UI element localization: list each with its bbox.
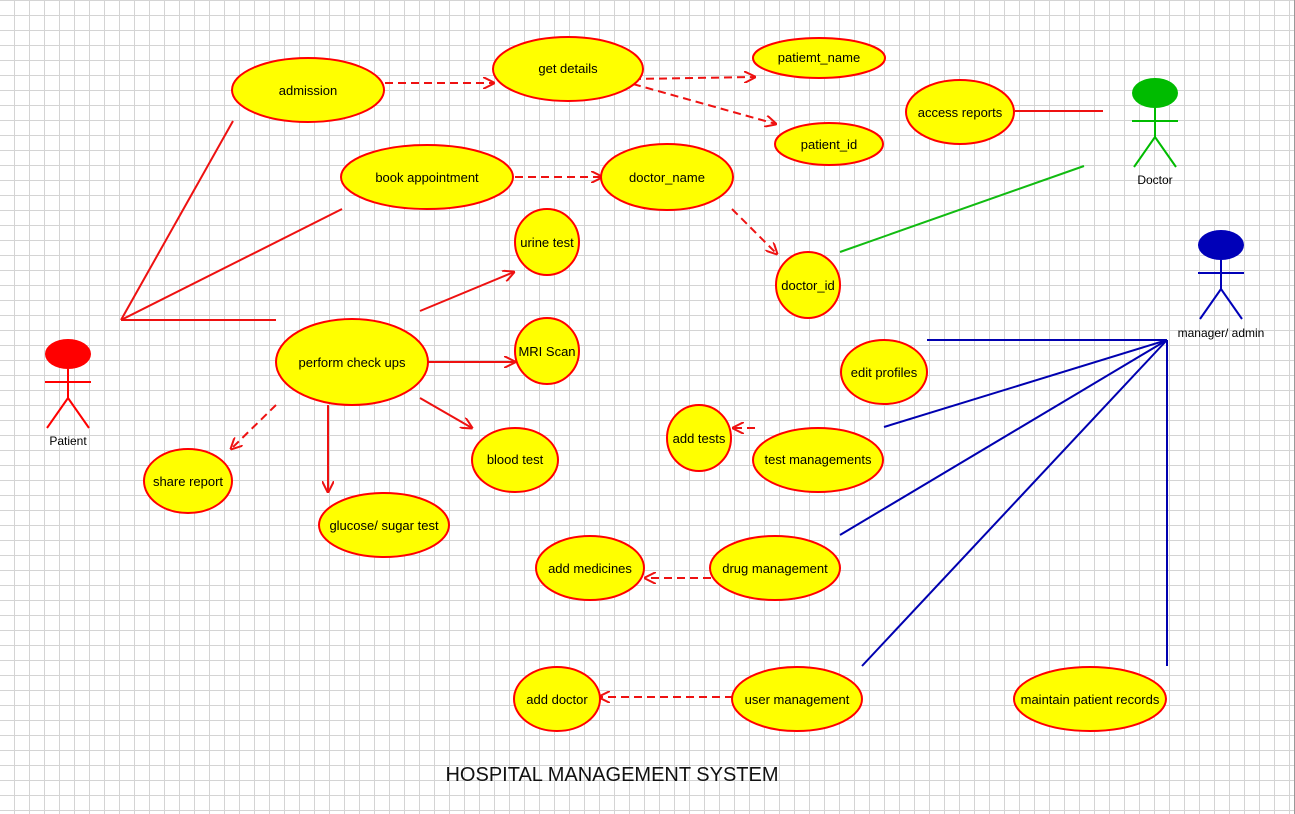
use-case-label: add tests	[673, 431, 726, 446]
use-case-label: patient_id	[801, 137, 857, 152]
actor-patient[interactable]: Patient	[45, 339, 91, 448]
use-case-patient-name[interactable]: patiemt_name	[752, 37, 886, 79]
use-case-perform-check-ups[interactable]: perform check ups	[275, 318, 429, 406]
actor-doctor-head	[1132, 78, 1178, 108]
use-case-get-details[interactable]: get details	[492, 36, 644, 102]
actor-patient-head	[45, 339, 91, 369]
use-case-test-managements[interactable]: test managements	[752, 427, 884, 493]
use-case-label: blood test	[487, 452, 544, 467]
admin-associations	[839, 339, 1168, 667]
patient-associations	[120, 120, 343, 321]
use-case-label: maintain patient records	[1021, 692, 1160, 707]
use-case-urine-test[interactable]: urine test	[514, 208, 580, 276]
use-case-label: test managements	[765, 452, 872, 467]
get-details-to-patient-id-arrow	[632, 83, 776, 124]
use-case-add-doctor[interactable]: add doctor	[513, 666, 601, 732]
use-case-blood-test[interactable]: blood test	[471, 427, 559, 493]
use-case-label: share report	[153, 474, 223, 489]
use-case-user-management[interactable]: user management	[731, 666, 863, 732]
doctor-associations	[839, 110, 1103, 253]
doctor-name-to-doctor-id-arrow	[731, 208, 777, 254]
use-case-label: add doctor	[526, 692, 588, 707]
use-case-access-reports[interactable]: access reports	[905, 79, 1015, 145]
patient-book-appointment-line	[120, 208, 343, 321]
use-case-label: urine test	[520, 235, 574, 250]
use-case-patient-id[interactable]: patient_id	[774, 122, 884, 166]
use-case-label: admission	[279, 83, 338, 98]
use-case-label: edit profiles	[851, 365, 918, 380]
use-case-add-tests[interactable]: add tests	[666, 404, 732, 472]
use-case-book-appointment[interactable]: book appointment	[340, 144, 514, 210]
get-details-to-patient-name-arrow	[632, 77, 755, 79]
use-case-glucose-test[interactable]: glucose/ sugar test	[318, 492, 450, 558]
diagram-title: HOSPITAL MANAGEMENT SYSTEM	[445, 764, 778, 786]
actor-admin-label: manager/ admin	[1178, 326, 1265, 340]
use-case-doctor-name[interactable]: doctor_name	[600, 143, 734, 211]
use-case-label: get details	[538, 61, 598, 76]
use-case-label: drug management	[722, 561, 828, 576]
admin-drug-management-line	[839, 339, 1168, 536]
use-case-label: MRI Scan	[518, 344, 575, 359]
use-case-label: access reports	[918, 105, 1003, 120]
actor-admin[interactable]: manager/ admin	[1178, 230, 1265, 340]
patient-admission-line	[120, 120, 234, 321]
use-case-drug-management[interactable]: drug management	[709, 535, 841, 601]
use-case-label: doctor_id	[781, 278, 834, 293]
use-case-add-medicines[interactable]: add medicines	[535, 535, 645, 601]
doctor-doctor-id-line	[839, 165, 1085, 253]
use-case-label: user management	[745, 692, 850, 707]
check-ups-to-blood-test-arrow	[419, 397, 472, 428]
use-case-share-report[interactable]: share report	[143, 448, 233, 514]
use-cases: admission get details patiemt_name patie…	[143, 36, 1167, 732]
actor-doctor-label: Doctor	[1137, 173, 1172, 187]
use-case-label: perform check ups	[299, 355, 406, 370]
actor-doctor[interactable]: Doctor	[1132, 78, 1178, 187]
check-up-relations	[328, 272, 515, 492]
use-case-mri-scan[interactable]: MRI Scan	[514, 317, 580, 385]
use-case-label: book appointment	[375, 170, 479, 185]
include-relations	[231, 77, 777, 697]
admin-user-management-line	[861, 339, 1168, 667]
use-case-doctor-id[interactable]: doctor_id	[775, 251, 841, 319]
use-case-label: patiemt_name	[778, 50, 860, 65]
use-case-label: doctor_name	[629, 170, 705, 185]
actor-patient-label: Patient	[49, 434, 87, 448]
actor-admin-head	[1198, 230, 1244, 260]
check-ups-to-urine-test-arrow	[419, 272, 514, 312]
use-case-maintain-patient-records[interactable]: maintain patient records	[1013, 666, 1167, 732]
check-ups-to-share-report-arrow	[231, 404, 277, 449]
use-case-label: glucose/ sugar test	[329, 518, 439, 533]
use-case-edit-profiles[interactable]: edit profiles	[840, 339, 928, 405]
use-case-admission[interactable]: admission	[231, 57, 385, 123]
admin-test-managements-line	[883, 339, 1168, 428]
use-case-label: add medicines	[548, 561, 632, 576]
